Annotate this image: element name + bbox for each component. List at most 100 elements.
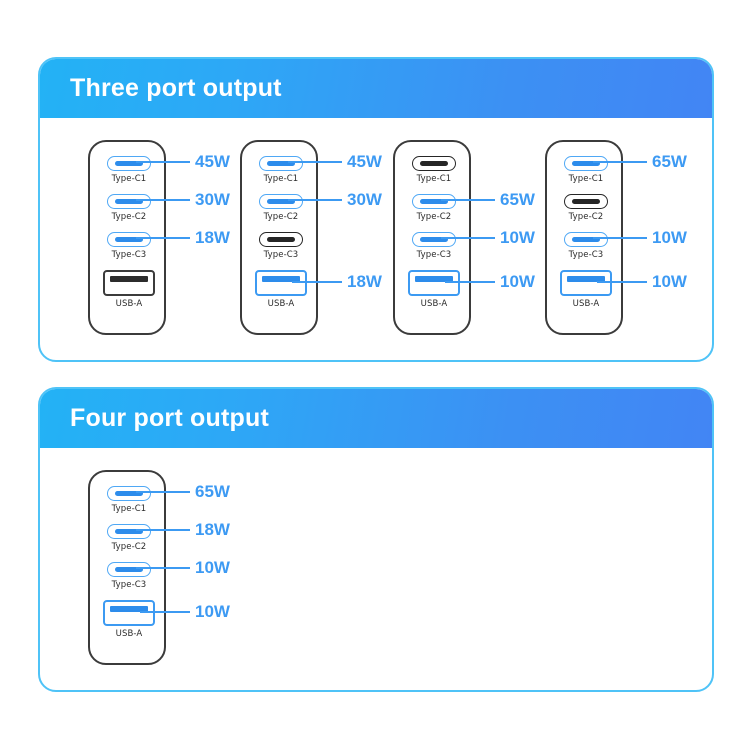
type-c-port-icon[interactable] [412,194,456,209]
wattage-label: 18W [347,272,382,291]
leader-line [593,161,647,163]
port-label: Type-C2 [263,212,299,222]
leader-line [597,281,647,283]
three-port-output-body: Type-C1 Type-C2 Type-C3 USB-A 45W [40,118,712,360]
four-port-output-header: Four port output [40,389,712,448]
usb-a-port-icon[interactable] [408,270,460,296]
type-c-port-icon[interactable] [564,232,608,247]
wattage-label: 18W [195,520,230,539]
device-4-port-3[interactable]: Type-C3 [547,232,625,260]
port-label: Type-C3 [263,250,299,260]
device-1-port-1[interactable]: Type-C1 [90,156,168,184]
device-1-port-3[interactable]: Type-C3 [90,232,168,260]
usb-a-port-icon[interactable] [103,270,155,296]
type-c-port-icon[interactable] [564,194,608,209]
usb-a-port-icon[interactable] [103,600,155,626]
port-label: Type-C2 [568,212,604,222]
type-c-port-icon[interactable] [259,232,303,247]
four-port-output-panel: Four port output Type-C1 Type-C2 Type-C3 [38,387,714,692]
device-2-port-1[interactable]: Type-C1 [242,156,320,184]
wattage-label: 10W [195,602,230,621]
device-4-port-4[interactable]: USB-A [547,270,625,309]
port-label: Type-C3 [416,250,452,260]
device-4-port-2[interactable]: Type-C2 [547,194,625,222]
type-c-port-icon[interactable] [412,156,456,171]
type-c-port-icon[interactable] [107,194,151,209]
four-port-output-body: Type-C1 Type-C2 Type-C3 USB-A 65W 18W [40,448,712,690]
port-label: Type-C1 [416,174,452,184]
type-c-port-icon[interactable] [107,562,151,577]
port-label: Type-C1 [111,504,147,514]
leader-line [441,199,495,201]
port-label: Type-C1 [263,174,299,184]
leader-line [288,161,342,163]
leader-line [136,237,190,239]
leader-line [441,237,495,239]
port-label: USB-A [115,629,143,639]
leader-line [136,567,190,569]
device-5-port-1[interactable]: Type-C1 [90,486,168,514]
device-3-port-4[interactable]: USB-A [395,270,473,309]
port-label: Type-C2 [111,212,147,222]
leader-line [140,611,190,613]
type-c-port-icon[interactable] [107,156,151,171]
device-2-port-4[interactable]: USB-A [242,270,320,309]
wattage-label: 10W [652,272,687,291]
device-2-port-3[interactable]: Type-C3 [242,232,320,260]
port-label: Type-C2 [416,212,452,222]
wattage-label: 65W [652,152,687,171]
page-title: Four port output [70,404,269,432]
wattage-label: 65W [195,482,230,501]
leader-line [136,161,190,163]
device-3-port-3[interactable]: Type-C3 [395,232,473,260]
wattage-label: 10W [195,558,230,577]
usb-a-port-icon[interactable] [255,270,307,296]
usb-a-port-icon[interactable] [560,270,612,296]
leader-line [136,529,190,531]
wattage-label: 18W [195,228,230,247]
device-2-port-2[interactable]: Type-C2 [242,194,320,222]
device-5-port-2[interactable]: Type-C2 [90,524,168,552]
wattage-label: 30W [347,190,382,209]
device-3-port-2[interactable]: Type-C2 [395,194,473,222]
leader-line [136,199,190,201]
leader-line [593,237,647,239]
wattage-label: 30W [195,190,230,209]
leader-line [136,491,190,493]
wattage-label: 45W [347,152,382,171]
port-label: USB-A [115,299,143,309]
port-label: Type-C3 [111,580,147,590]
leader-line [445,281,495,283]
port-label: Type-C1 [111,174,147,184]
type-c-port-icon[interactable] [259,156,303,171]
three-port-output-panel: Three port output Type-C1 Type-C2 Type-C… [38,57,714,362]
wattage-label: 65W [500,190,535,209]
leader-line [292,281,342,283]
three-port-output-header: Three port output [40,59,712,118]
type-c-port-icon[interactable] [259,194,303,209]
port-label: Type-C3 [568,250,604,260]
type-c-port-icon[interactable] [107,486,151,501]
page-title: Three port output [70,74,282,102]
port-label: USB-A [420,299,448,309]
device-5-port-3[interactable]: Type-C3 [90,562,168,590]
device-3-port-1[interactable]: Type-C1 [395,156,473,184]
device-5-charger: Type-C1 Type-C2 Type-C3 USB-A [88,470,166,665]
wattage-label: 10W [500,228,535,247]
type-c-port-icon[interactable] [564,156,608,171]
wattage-label: 10W [500,272,535,291]
type-c-port-icon[interactable] [107,524,151,539]
port-label: USB-A [267,299,295,309]
port-label: Type-C3 [111,250,147,260]
port-label: USB-A [572,299,600,309]
wattage-label: 10W [652,228,687,247]
type-c-port-icon[interactable] [107,232,151,247]
device-2-charger: Type-C1 Type-C2 Type-C3 USB-A [240,140,318,335]
device-4-port-1[interactable]: Type-C1 [547,156,625,184]
wattage-label: 45W [195,152,230,171]
device-1-port-4[interactable]: USB-A [90,270,168,309]
type-c-port-icon[interactable] [412,232,456,247]
device-5-port-4[interactable]: USB-A [90,600,168,639]
device-1-port-2[interactable]: Type-C2 [90,194,168,222]
